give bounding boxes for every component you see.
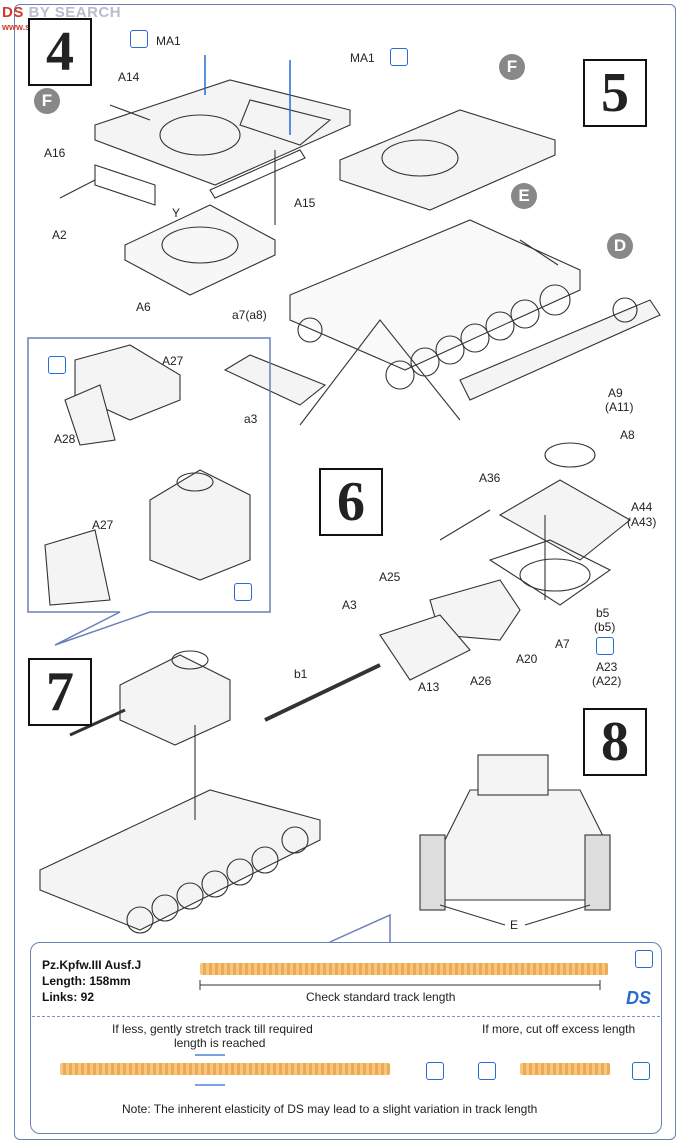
lower-hull: [289, 219, 581, 371]
mantlet-a28: [64, 384, 116, 446]
page-frame: [14, 4, 676, 1140]
ds-glue-icon: [426, 1062, 444, 1080]
side-plate-a15: [209, 149, 306, 199]
label-a7: A7: [555, 637, 570, 651]
glue-icon: [48, 356, 66, 374]
check-track-text: Check standard track length: [306, 990, 456, 1004]
upper-hull: [339, 109, 556, 211]
tank-hull-step7: [39, 789, 321, 931]
hatch-a3: [223, 354, 327, 406]
watermark-a: DS: [2, 4, 24, 21]
label-ma1: MA1: [156, 34, 181, 48]
step-5-number: 5: [583, 59, 647, 127]
hull-deck-part: [94, 79, 351, 186]
turret-step7: [119, 654, 231, 746]
track-links: Links: 92: [42, 990, 95, 1004]
turret-top-a36: [498, 479, 631, 561]
label-a13: A13: [418, 680, 440, 694]
label-a3-small: a3: [244, 412, 258, 426]
glue-icon: [635, 950, 653, 968]
stretch-arrows: [195, 1054, 225, 1086]
label-a22: (A22): [592, 674, 622, 688]
cut-instruction: If more, cut off excess length: [482, 1022, 636, 1036]
cut-icon: [478, 1062, 496, 1080]
label-y: Y: [172, 206, 181, 220]
label-a15: A15: [294, 196, 316, 210]
label-a23: A23: [596, 660, 618, 674]
elasticity-note: Note: The inherent elasticity of DS may …: [122, 1102, 538, 1116]
label-a28: A28: [54, 432, 76, 446]
label-a20: A20: [516, 652, 538, 666]
stretch-instruction: If less, gently stretch track till requi…: [112, 1022, 313, 1036]
step-4-number: 4: [28, 18, 92, 86]
label-a16: A16: [44, 146, 66, 160]
label-a3: A3: [342, 598, 357, 612]
gun-housing: [379, 614, 471, 681]
label-a9: A9: [608, 386, 623, 400]
label-ma1: MA1: [350, 51, 375, 65]
label-a44: A44: [631, 500, 653, 514]
label-a14: A14: [118, 70, 140, 84]
track-length-bar: [199, 980, 601, 990]
cut-icon: [632, 1062, 650, 1080]
label-a43: (A43): [627, 515, 657, 529]
mantlet-a27-bottom: [44, 529, 111, 606]
track-length: Length: 158mm: [42, 974, 131, 988]
road-wheels-step7: [126, 826, 309, 934]
turret-ring: [159, 114, 241, 156]
hull-floor-a6: [124, 204, 276, 296]
track-sample: [200, 963, 608, 975]
label-a26: A26: [470, 674, 492, 688]
step-6-number: 6: [319, 468, 383, 536]
label-a11: (A11): [605, 400, 634, 414]
turret-inset: [149, 469, 251, 581]
stretch-instruction-2: length is reached: [174, 1036, 266, 1050]
part-tree-f-icon: F: [34, 88, 60, 114]
ds-glue-icon: [596, 637, 614, 655]
watermark: DS BY SEARCH: [2, 4, 121, 21]
label-b5: b5: [596, 606, 610, 620]
upper-turret-ring: [381, 139, 459, 177]
label-b5-paren: (b5): [594, 620, 616, 634]
part-tree-e-icon: E: [511, 183, 537, 209]
watermark-b: BY SEARCH: [28, 4, 122, 21]
label-a6: A6: [136, 300, 151, 314]
stretched-track: [60, 1063, 390, 1075]
engine-deck: [239, 99, 332, 146]
label-a27: A27: [162, 354, 184, 368]
ds-logo: DS: [626, 988, 652, 1008]
turret-ring-a7: [488, 539, 612, 606]
glue-icon: [234, 583, 252, 601]
water-decal-icon: [390, 48, 408, 66]
step-8-number: 8: [583, 708, 647, 776]
label-a27-bottom: A27: [92, 518, 114, 532]
gun-barrel-b1: [264, 663, 381, 722]
label-b1: b1: [294, 667, 308, 681]
label-a7a8: a7(a8): [232, 308, 267, 322]
track-model-title: Pz.Kpfw.III Ausf.J: [42, 958, 142, 972]
part-tree-d-icon: D: [607, 233, 633, 259]
cut-track: [520, 1063, 610, 1075]
label-a25: A25: [379, 570, 401, 584]
label-a36: A36: [479, 471, 501, 485]
floor-ring: [161, 226, 239, 264]
label-e: E: [510, 918, 519, 932]
track-guard: [459, 299, 661, 401]
cupola-a8: [544, 442, 596, 468]
label-a2: A2: [52, 228, 67, 242]
step-7-number: 7: [28, 658, 92, 726]
track-note-box: [30, 942, 662, 1134]
part-tree-f-icon: F: [499, 54, 525, 80]
inset-bubble: [27, 337, 271, 646]
label-a8: A8: [620, 428, 635, 442]
rear-plate-a16: [94, 164, 156, 206]
divider: [32, 1016, 660, 1017]
water-decal-icon: [130, 30, 148, 48]
